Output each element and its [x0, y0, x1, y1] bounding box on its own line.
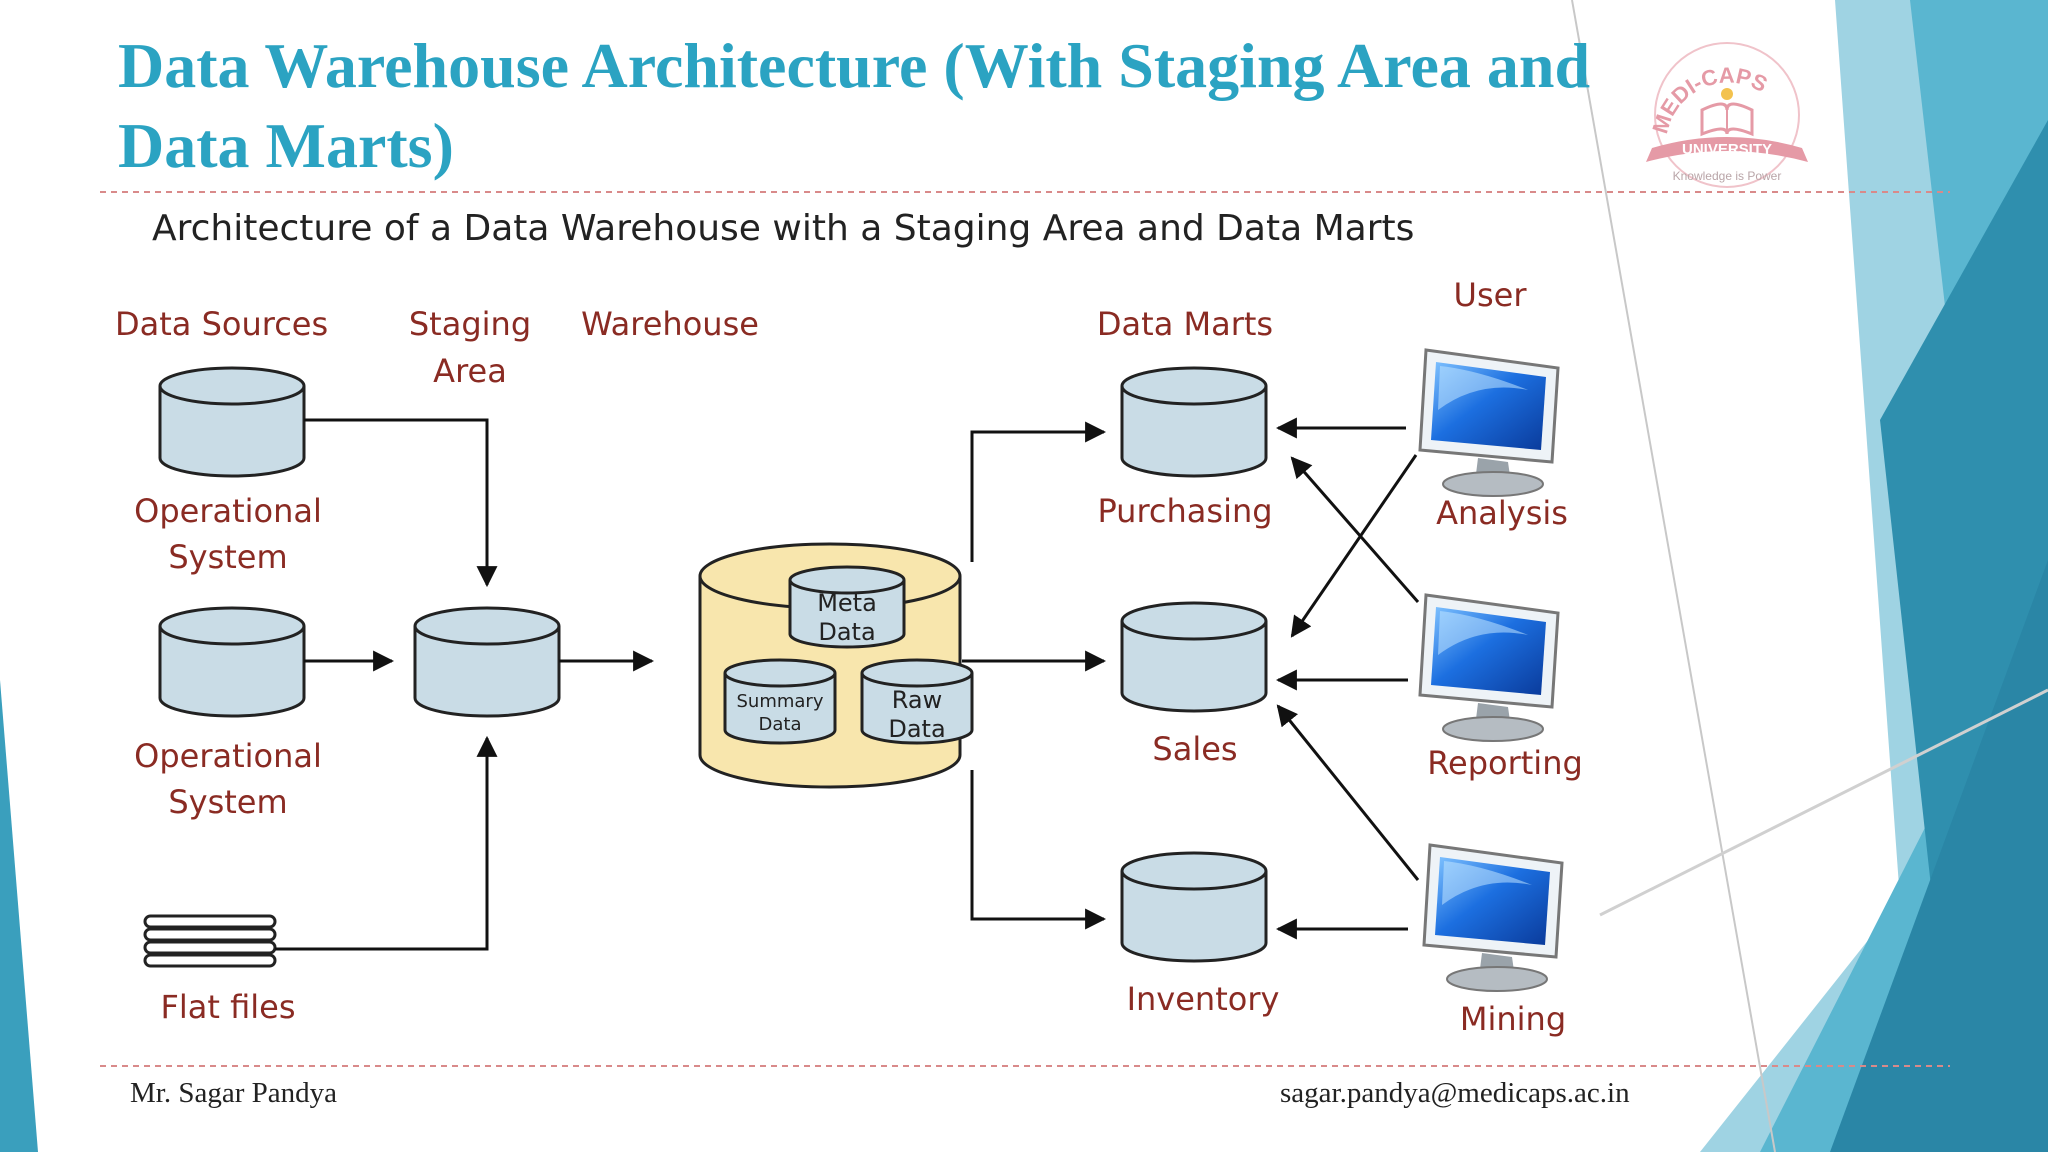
- arrow-flatfiles-to-staging: [275, 735, 498, 951]
- logo-ribbon: [1646, 137, 1808, 162]
- right-panel-deep: [1830, 560, 2048, 1152]
- source-db-1: [158, 366, 306, 478]
- left-teal-shape: [0, 680, 38, 1152]
- arrow-analysis-to-sales: [1290, 454, 1418, 638]
- raw-data-db: [860, 658, 974, 745]
- footer-author: Mr. Sagar Pandya: [130, 1077, 337, 1109]
- summary-data-label-line1: Summary: [737, 691, 824, 712]
- header-data-marts: Data Marts: [1097, 305, 1273, 343]
- book-icon: [1700, 88, 1754, 137]
- header-staging: Staging: [409, 305, 531, 343]
- footer-email: sagar.pandya@medicaps.ac.in: [1280, 1077, 1630, 1109]
- staging-db: [413, 606, 561, 718]
- header-data-sources: Data Sources: [115, 305, 328, 343]
- meta-data-label-line1: Meta: [817, 589, 877, 617]
- source-2-label-line1: Operational: [134, 737, 322, 775]
- source-2-label-line2: System: [168, 783, 287, 821]
- raw-data-label-line2: Data: [888, 715, 945, 743]
- header-user: User: [1454, 276, 1528, 314]
- arrow-source1-to-staging: [304, 418, 498, 588]
- meta-data-db: [788, 565, 906, 649]
- source-1-label-line1: Operational: [134, 492, 322, 530]
- arrow-warehouse-to-inventory: [970, 770, 1107, 930]
- raw-data-label-line1: Raw: [892, 686, 942, 714]
- thin-diagonal-line-2: [1599, 688, 2048, 917]
- architecture-diagram: Architecture of a Data Warehouse with a …: [115, 208, 1583, 1038]
- source-1-label-line2: System: [168, 538, 287, 576]
- diagram-title: Architecture of a Data Warehouse with a …: [152, 208, 1414, 249]
- arrow-mining-to-sales: [1276, 704, 1420, 881]
- mart-purchasing-label: Purchasing: [1097, 492, 1272, 530]
- mart-inventory-label: Inventory: [1127, 980, 1280, 1018]
- analysis-monitor-icon: [1418, 348, 1560, 498]
- user-analysis-label: Analysis: [1436, 494, 1568, 532]
- summary-data-label-line2: Data: [759, 714, 802, 735]
- mart-purchasing-db: [1120, 366, 1268, 478]
- university-logo: MEDI-CAPS UNIVERSITY Knowledge is Power: [1646, 42, 1808, 188]
- slide-title: Data Warehouse Architecture (With Stagin…: [118, 30, 1591, 181]
- summary-data-db: [723, 658, 837, 745]
- mining-monitor-icon: [1422, 843, 1564, 993]
- meta-data-label-line2: Data: [818, 618, 875, 646]
- header-area: Area: [433, 352, 507, 390]
- flat-files-icon: [143, 914, 277, 968]
- user-mining-label: Mining: [1460, 1000, 1566, 1038]
- mart-inventory-db: [1120, 851, 1268, 963]
- mart-sales-db: [1120, 601, 1268, 713]
- arrow-warehouse-to-purchasing: [970, 421, 1107, 562]
- logo-tagline: Knowledge is Power: [1673, 169, 1782, 183]
- logo-banner: UNIVERSITY: [1682, 141, 1772, 158]
- reporting-monitor-icon: [1418, 593, 1560, 743]
- thin-diagonal-line: [1571, 0, 1776, 1152]
- flat-files-label: Flat files: [160, 988, 295, 1026]
- header-warehouse: Warehouse: [581, 305, 759, 343]
- arrow-reporting-to-purchasing: [1290, 456, 1420, 603]
- source-db-2: [158, 606, 306, 718]
- mart-sales-label: Sales: [1152, 730, 1237, 768]
- user-reporting-label: Reporting: [1427, 744, 1583, 782]
